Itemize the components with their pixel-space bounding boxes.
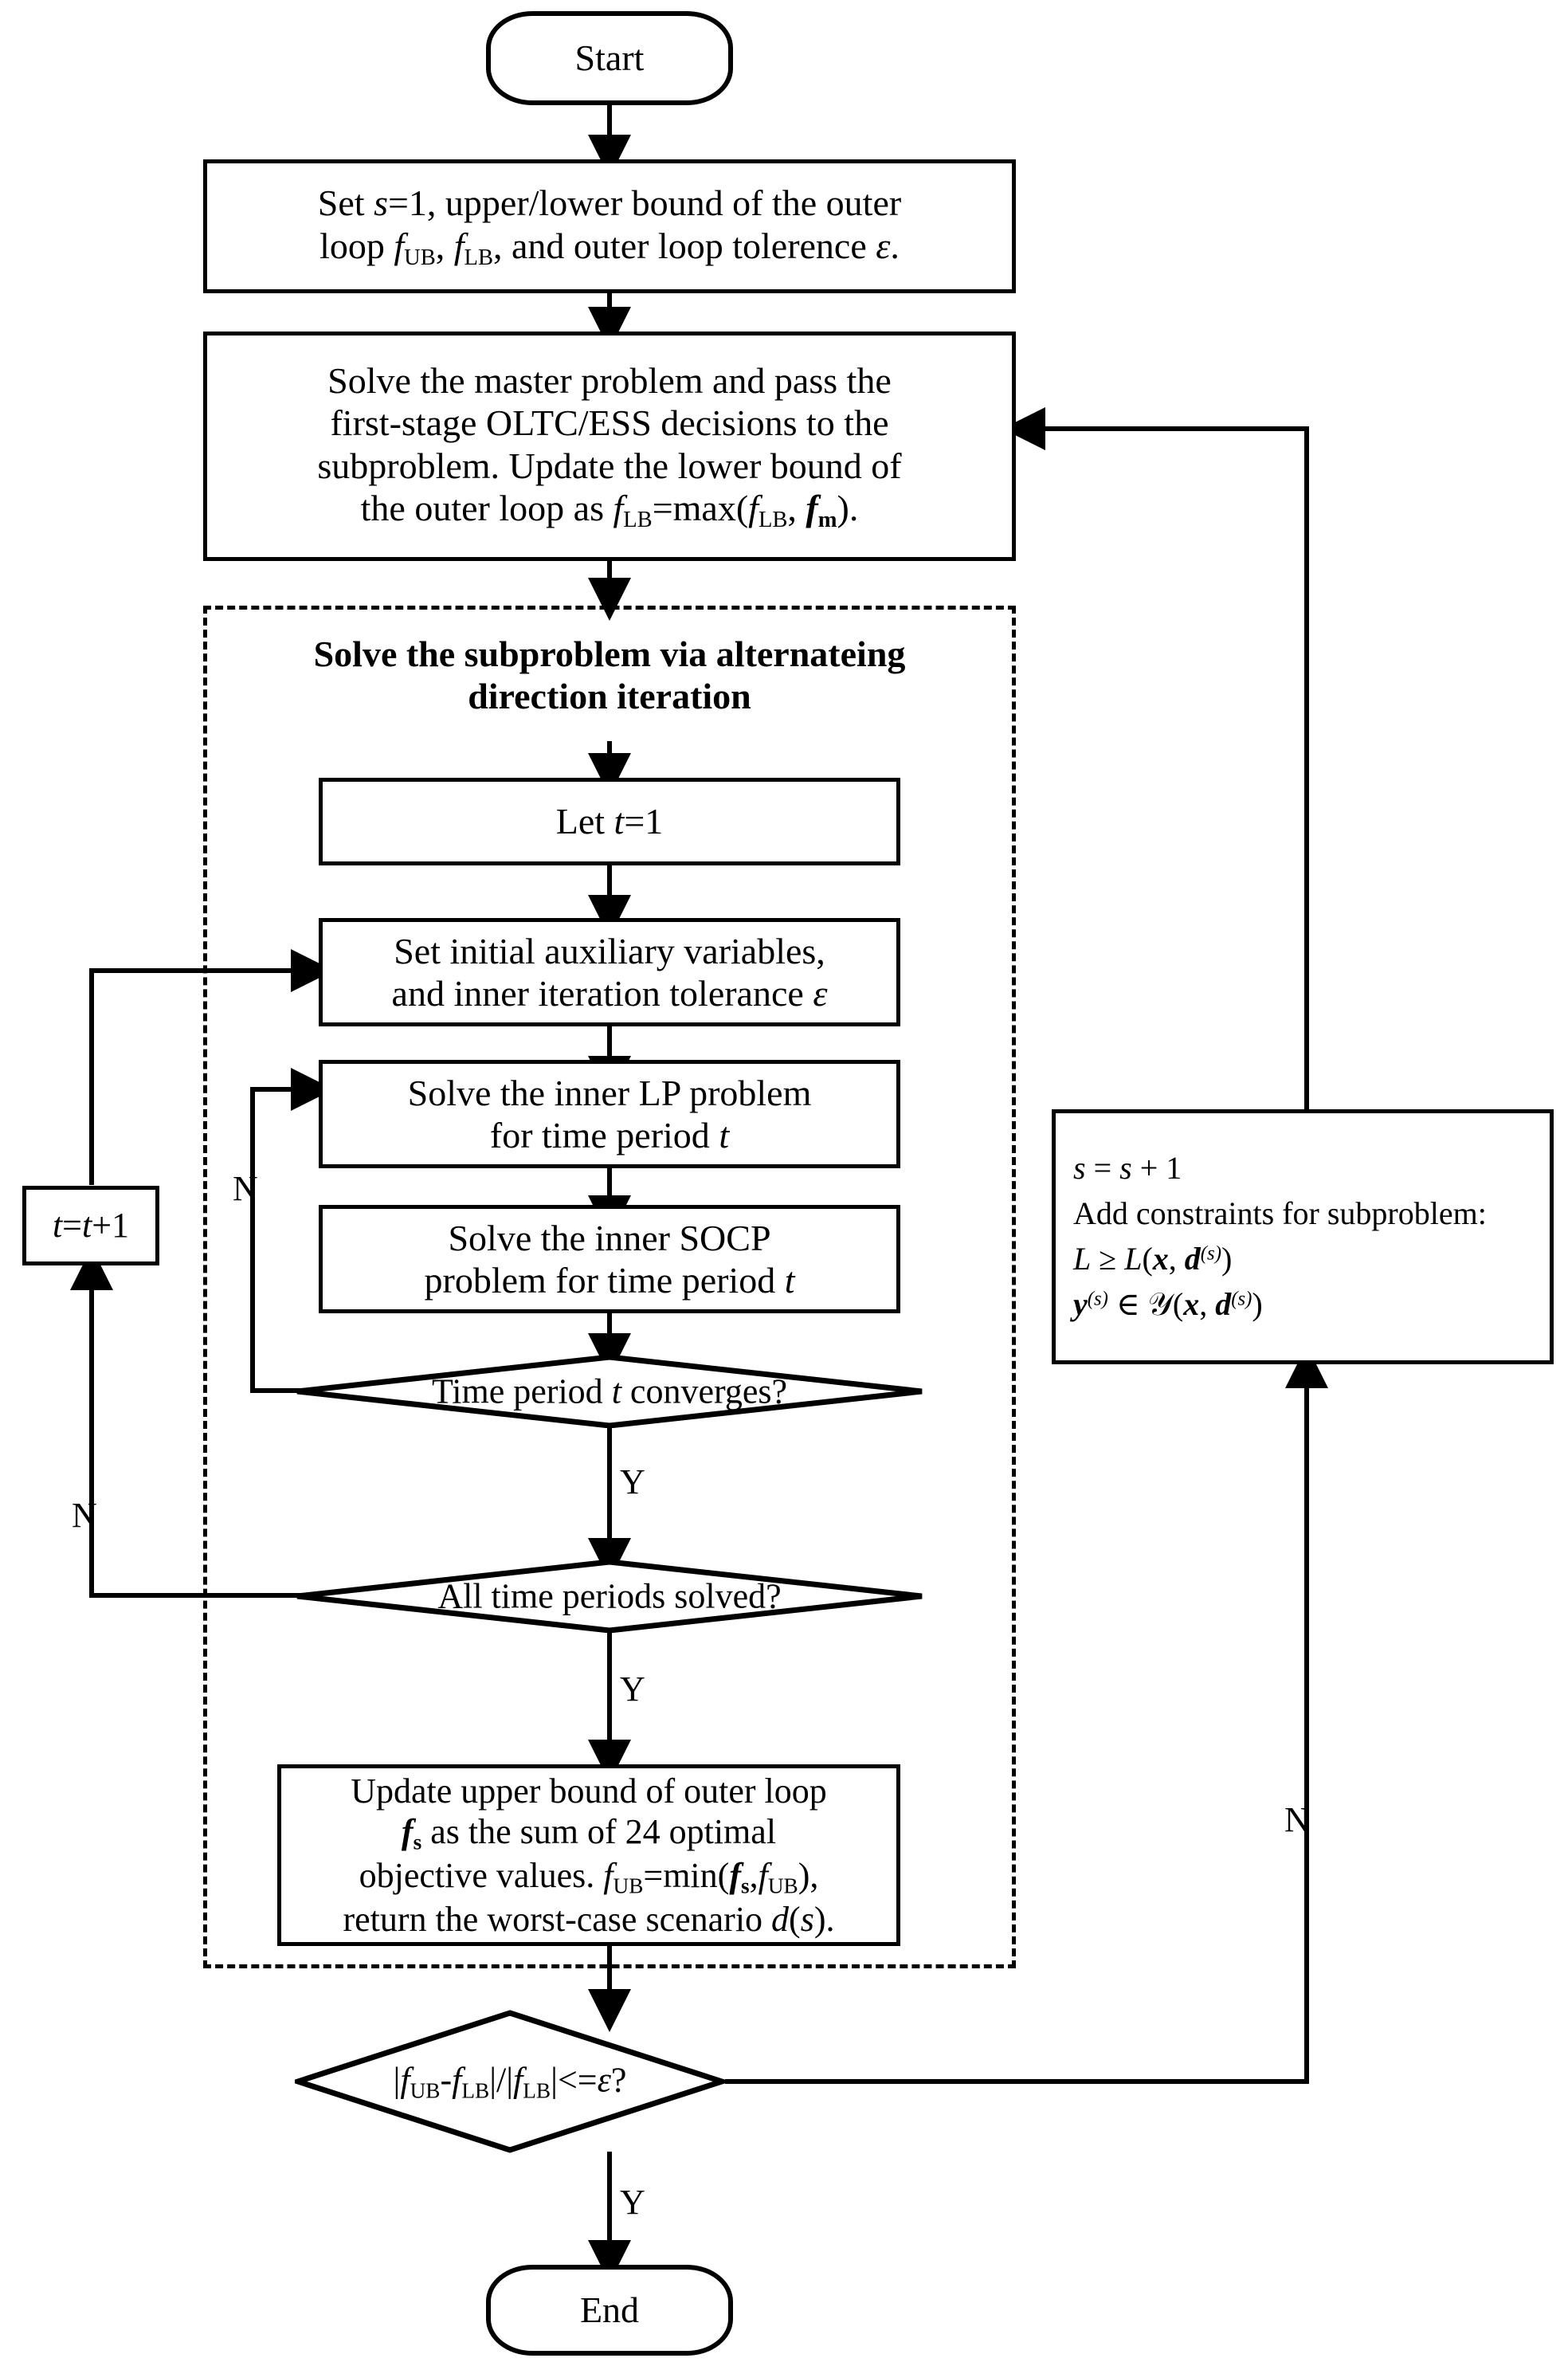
end-label: End: [579, 2289, 640, 2331]
end-terminator[interactable]: End: [486, 2265, 733, 2356]
t-converges-decision[interactable]: Time period t converges?: [295, 1355, 924, 1428]
inner-socp-box[interactable]: Solve the inner SOCP problem for time pe…: [319, 1205, 900, 1313]
all-periods-decision[interactable]: All time periods solved?: [295, 1560, 924, 1633]
edge-label-outer-yes: Y: [620, 2183, 645, 2222]
outer-convergence-text: |fUB-fLB|/|fLB|<=ε?: [393, 2060, 627, 2103]
start-label: Start: [574, 37, 645, 79]
group-title-line2: direction iteration: [468, 676, 751, 716]
t-converges-text: Time period t converges?: [431, 1371, 788, 1411]
inner-lp-box[interactable]: Solve the inner LP problem for time peri…: [319, 1060, 900, 1168]
master-problem-box[interactable]: Solve the master problem and pass the fi…: [203, 332, 1016, 561]
edge-label-inner-no: N: [233, 1169, 258, 1208]
set-aux-box[interactable]: Set initial auxiliary variables, and inn…: [319, 918, 900, 1026]
all-periods-text: All time periods solved?: [437, 1576, 782, 1616]
t-increment-box[interactable]: t=t+1: [22, 1186, 159, 1265]
inner-socp-text: Solve the inner SOCP problem for time pe…: [424, 1217, 795, 1301]
set-aux-text: Set initial auxiliary variables, and inn…: [391, 930, 828, 1014]
start-terminator[interactable]: Start: [486, 11, 733, 105]
subproblem-group-title: Solve the subproblem via alternateing di…: [211, 615, 1008, 735]
edge-label-all-periods-no: N: [72, 1496, 97, 1535]
inner-lp-text: Solve the inner LP problem for time peri…: [407, 1072, 812, 1155]
let-t-text: Let t=1: [555, 801, 664, 842]
edge-label-all-periods-yes: Y: [620, 1669, 645, 1709]
update-upper-bound-box[interactable]: Update upper bound of outer loop fs as t…: [277, 1764, 900, 1946]
let-t-box[interactable]: Let t=1: [319, 778, 900, 865]
update-upper-bound-text: Update upper bound of outer loop fs as t…: [343, 1771, 835, 1940]
outer-convergence-decision[interactable]: |fUB-fLB|/|fLB|<=ε?: [295, 2010, 725, 2153]
group-title-line1: Solve the subproblem via alternateing: [313, 633, 906, 674]
init-process-box[interactable]: Set s=1, upper/lower bound of the outer …: [203, 159, 1016, 293]
edge-label-period-yes: Y: [620, 1462, 645, 1501]
init-text: Set s=1, upper/lower bound of the outer …: [317, 182, 902, 270]
add-constraints-text: s = s + 1 Add constraints for subproblem…: [1073, 1150, 1487, 1322]
subproblem-group-container: [203, 606, 1016, 1968]
edge-label-outer-no: N: [1284, 1800, 1310, 1839]
t-increment-text: t=t+1: [52, 1206, 130, 1246]
master-problem-text: Solve the master problem and pass the fi…: [317, 359, 902, 532]
add-constraints-box[interactable]: s = s + 1 Add constraints for subproblem…: [1052, 1109, 1554, 1364]
